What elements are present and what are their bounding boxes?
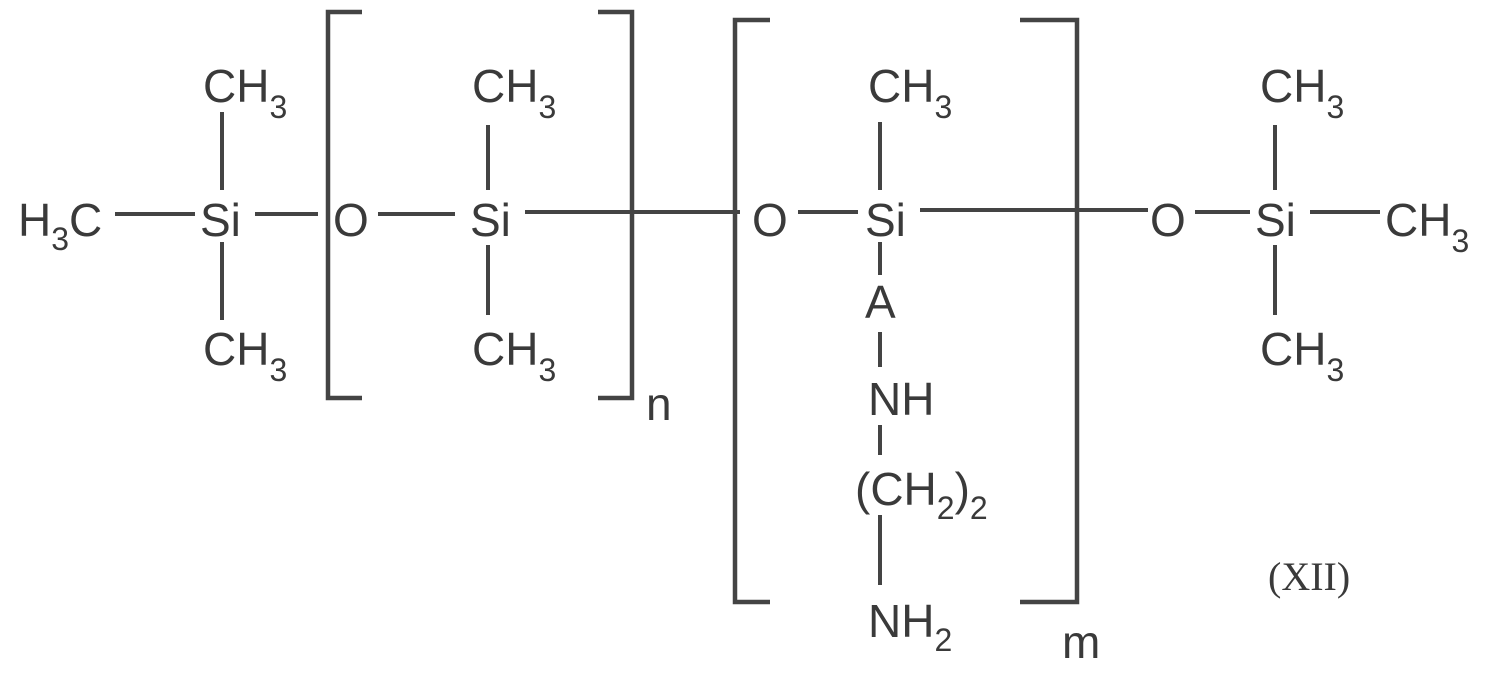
oxygen-atom: O: [333, 194, 369, 246]
left-bracket-m: [735, 20, 770, 602]
methyl-top: CH3: [203, 60, 287, 125]
methyl-right: CH3: [1385, 194, 1469, 259]
methyl-top: CH3: [1260, 60, 1344, 125]
silicon-atom: Si: [865, 194, 906, 246]
amine-nh: NH: [868, 373, 934, 425]
methyl-top: CH3: [472, 60, 556, 125]
silicon-atom: Si: [1255, 194, 1296, 246]
amine-nh2: NH2: [868, 595, 952, 658]
right-bracket-m: [1020, 20, 1077, 602]
formula-label: (XII): [1268, 554, 1350, 599]
methyl-left: H3C: [18, 194, 102, 257]
methyl-top: CH3: [868, 60, 952, 125]
repeat-m: m: [1062, 616, 1100, 668]
silicon-atom: Si: [470, 194, 511, 246]
methyl-bottom: CH3: [203, 323, 287, 388]
methyl-bottom: CH3: [1260, 323, 1344, 388]
group-a: A: [865, 276, 896, 328]
methyl-bottom: CH3: [472, 323, 556, 388]
right-bracket-n: [598, 12, 632, 398]
repeat-n: n: [646, 378, 672, 430]
bonds: [115, 112, 1380, 585]
oxygen-atom: O: [1150, 194, 1186, 246]
oxygen-atom: O: [752, 194, 788, 246]
silicon-atom: Si: [200, 194, 241, 246]
ethylene-group: (CH2)2: [855, 463, 988, 526]
